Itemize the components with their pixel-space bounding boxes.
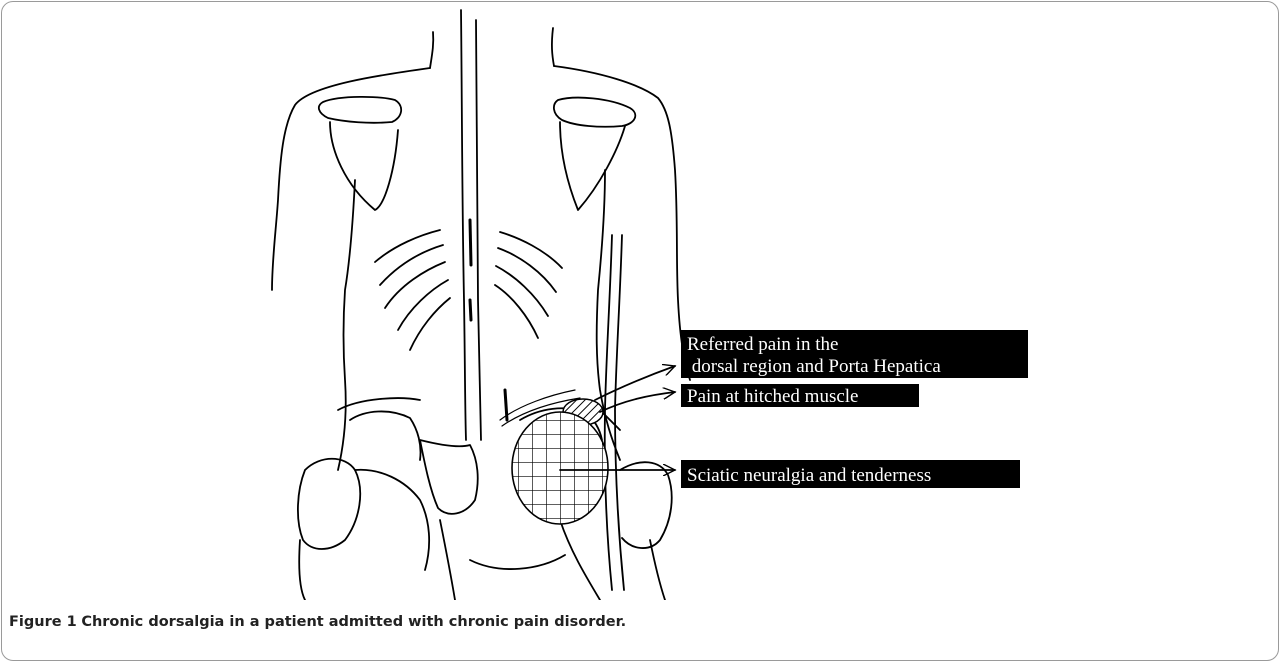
caption-text: Chronic dorsalgia in a patient admitted … [81, 614, 626, 630]
back-anatomy-diagram: Referred pain in the dorsal region and P… [0, 0, 1282, 600]
figure-caption: Figure 1 Chronic dorsalgia in a patient … [9, 614, 626, 630]
label-sciatic: Sciatic neuralgia and tenderness [681, 460, 1020, 488]
caption-label: Figure 1 [9, 614, 77, 630]
svg-text:Pain at hitched muscle: Pain at hitched muscle [687, 386, 858, 407]
label-referred-pain-line2: dorsal region and Porta Hepatica [687, 356, 941, 377]
sciatic-area [512, 412, 608, 524]
spine [461, 10, 507, 440]
label-hitched-muscle: Pain at hitched muscle [681, 384, 919, 407]
label-referred-pain-line1: Referred pain in the [687, 334, 838, 355]
svg-text:Sciatic neuralgia and tenderne: Sciatic neuralgia and tenderness [687, 465, 931, 486]
label-referred-pain: Referred pain in the dorsal region and P… [681, 330, 1028, 378]
ribs [375, 230, 562, 350]
body-outline [272, 28, 690, 600]
